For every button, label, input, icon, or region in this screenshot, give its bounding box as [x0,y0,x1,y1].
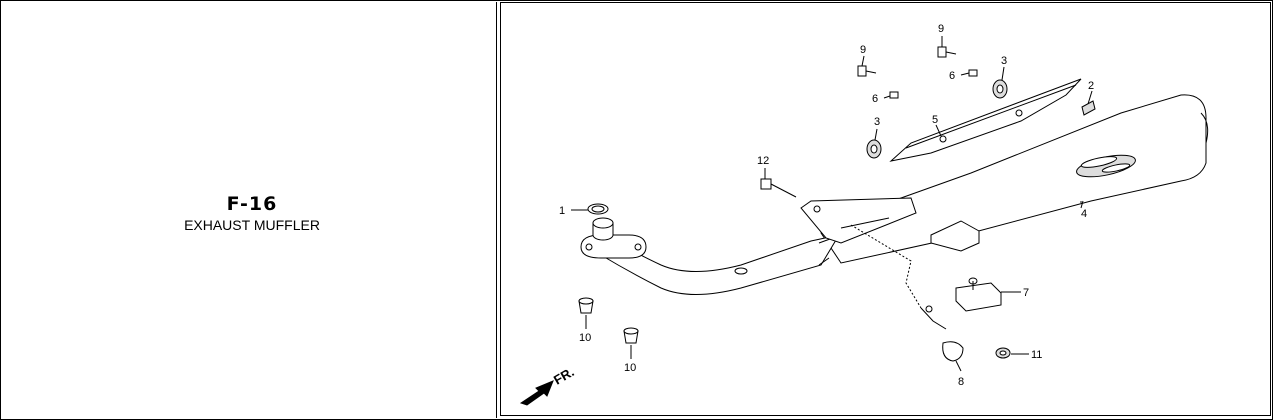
flange-bolt [760,178,797,198]
bolt-right [937,46,957,58]
callout-8: 8 [958,376,964,388]
callout-6-right: 6 [949,70,955,82]
callout-5: 5 [932,114,938,126]
leader-lines [571,36,1093,372]
callout-3-upper: 3 [1001,55,1007,67]
section-name: EXHAUST MUFFLER [184,217,320,233]
front-direction-indicator: FR. [519,364,577,406]
callout-1: 1 [559,205,565,217]
mount-nut [995,347,1011,359]
callout-3-lower: 3 [874,116,880,128]
collar-right [968,69,978,77]
gasket-inner [591,205,605,213]
mounting-bracket [800,197,980,252]
section-title-block: F-16 EXHAUST MUFFLER [2,194,502,234]
flange-nut-a [578,297,594,314]
front-arrow-icon [519,380,554,406]
collar-left [889,91,899,99]
section-info-panel: F-16 EXHAUST MUFFLER [2,2,497,418]
section-code: F-16 [226,193,278,215]
front-direction-label: FR. [551,364,577,387]
exploded-parts-diagram: 1 2 3 3 4 5 6 6 7 8 9 9 10 10 11 12 FR. [500,2,1271,416]
muffler-body [820,94,1209,264]
muffler-mount-bolt [920,305,964,362]
washer-upper-hole [996,84,1004,94]
washer-lower-hole [870,144,878,154]
callout-12: 12 [757,155,769,167]
clip [1081,100,1096,116]
callout-10-b: 10 [624,362,636,374]
rubber-mount [955,277,1002,312]
callout-10-a: 10 [579,332,591,344]
exhaust-flange [580,217,647,259]
bolt-left [857,65,877,77]
flange-nut-b [623,327,639,344]
callout-11: 11 [1031,349,1042,361]
heat-guard [889,78,1082,162]
diagram-canvas: 1 2 3 3 4 5 6 6 7 8 9 9 10 10 11 12 FR. [519,23,1209,406]
callout-9-right: 9 [938,23,944,35]
callout-4: 4 [1081,208,1087,220]
callout-9-left: 9 [860,44,866,56]
gasket [587,203,609,215]
callout-2: 2 [1088,80,1094,92]
callout-6-left: 6 [872,93,878,105]
callout-7: 7 [1023,287,1029,299]
